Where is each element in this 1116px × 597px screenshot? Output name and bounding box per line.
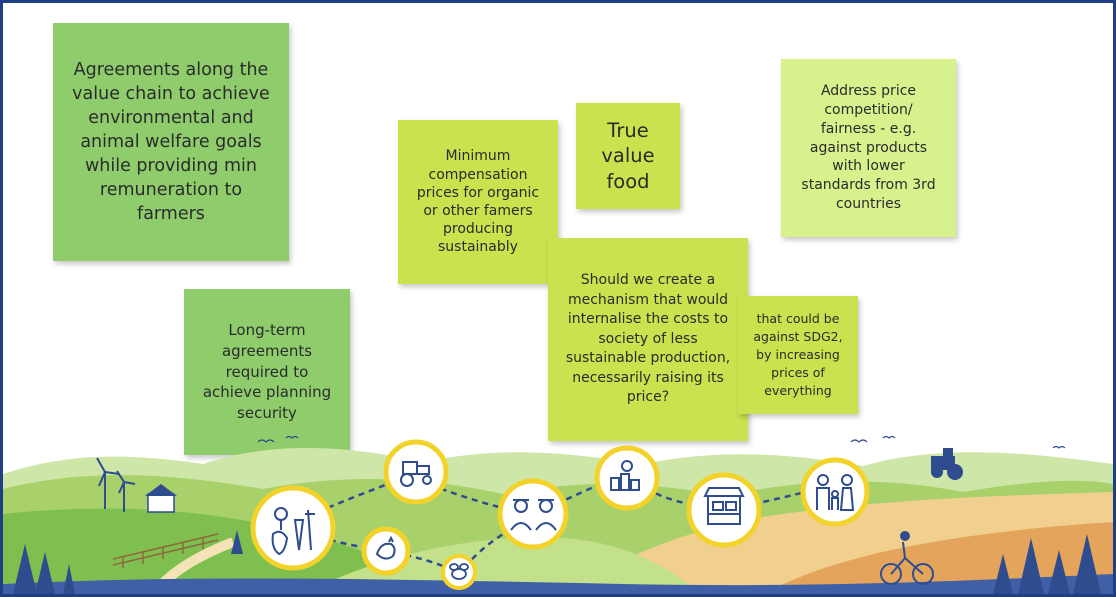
note-line: True: [607, 118, 649, 142]
note-line: value chain to achieve: [72, 83, 270, 104]
note-line: food: [606, 169, 650, 193]
note-line: price?: [626, 389, 670, 406]
food-products-icon[interactable]: [594, 445, 660, 511]
sticky-note-mechanism-question[interactable]: Should we create a mechanism that would …: [548, 238, 748, 441]
note-line: prices of: [771, 365, 825, 381]
family-icon[interactable]: [800, 457, 870, 527]
note-line: everything: [764, 383, 832, 399]
note-line: agreements: [221, 341, 313, 360]
birds-icon: [257, 435, 1066, 449]
barn-icon: [145, 484, 177, 513]
note-line: by increasing: [756, 346, 840, 362]
sticky-note-sdg2[interactable]: that could be against SDG2, by increasin…: [738, 296, 858, 414]
note-line: producing: [442, 221, 513, 238]
sticky-note-minimum-compensation[interactable]: Minimum compensation prices for organic …: [398, 120, 558, 284]
note-line: sustainable production,: [565, 350, 731, 367]
note-line: against products: [809, 139, 928, 156]
note-line: required to: [225, 362, 309, 381]
note-line: Long-term: [228, 321, 306, 340]
note-line: Address price: [820, 82, 917, 99]
note-line: while providing min: [84, 156, 258, 177]
note-line: Minimum: [445, 148, 511, 165]
note-line: necessarily raising its: [572, 369, 724, 386]
chicken-icon[interactable]: [361, 526, 411, 576]
note-line: that could be: [756, 310, 840, 326]
bee-icon[interactable]: [441, 554, 477, 590]
note-line: animal welfare goals: [80, 131, 262, 152]
fence: [112, 533, 219, 568]
ground-strip: [3, 574, 1113, 594]
note-line: competition/: [824, 101, 913, 118]
cyclist-icon: [880, 531, 934, 585]
tractor-field-icon: [931, 448, 963, 480]
note-line: internalise the costs to: [567, 311, 729, 328]
vegetables-icon[interactable]: [250, 485, 336, 571]
supply-chain-path-lower: [287, 517, 529, 576]
note-line: mechanism that would: [567, 291, 729, 308]
note-line: countries: [835, 196, 902, 213]
note-line: security: [237, 404, 297, 423]
supply-chain-path: [287, 474, 834, 528]
sticky-note-true-value-food[interactable]: True value food: [576, 103, 680, 209]
note-line: fairness - e.g.: [820, 120, 917, 137]
pine-trees-right: [993, 534, 1101, 594]
note-line: against SDG2,: [753, 328, 843, 344]
note-line: with lower: [832, 158, 905, 175]
windmill-icon: [96, 457, 136, 512]
market-shop-icon[interactable]: [686, 472, 762, 548]
note-line: prices for organic: [416, 184, 540, 201]
pine-trees-left: [13, 530, 243, 594]
note-line: environmental and: [88, 107, 254, 128]
note-line: or other famers: [423, 203, 533, 219]
note-line: remuneration to: [99, 180, 243, 201]
note-line: compensation: [428, 166, 528, 183]
note-line: farmers: [137, 204, 205, 225]
note-line: value: [601, 144, 655, 168]
sticky-note-long-term[interactable]: Long-term agreements required to achieve…: [184, 289, 350, 455]
farmers-icon[interactable]: [497, 478, 569, 550]
note-line: sustainably: [438, 239, 518, 256]
sticky-note-agreements[interactable]: Agreements along the value chain to achi…: [53, 23, 289, 261]
note-line: Agreements along the: [73, 59, 269, 80]
note-line: achieve planning: [202, 383, 332, 402]
sticky-note-price-competition[interactable]: Address price competition/ fairness - e.…: [781, 59, 956, 237]
landscape-illustration: [3, 435, 1113, 594]
note-line: society of less: [598, 330, 698, 347]
note-line: Should we create a: [580, 271, 716, 288]
note-line: standards from 3rd: [801, 177, 936, 194]
tractor-icon[interactable]: [383, 439, 449, 505]
